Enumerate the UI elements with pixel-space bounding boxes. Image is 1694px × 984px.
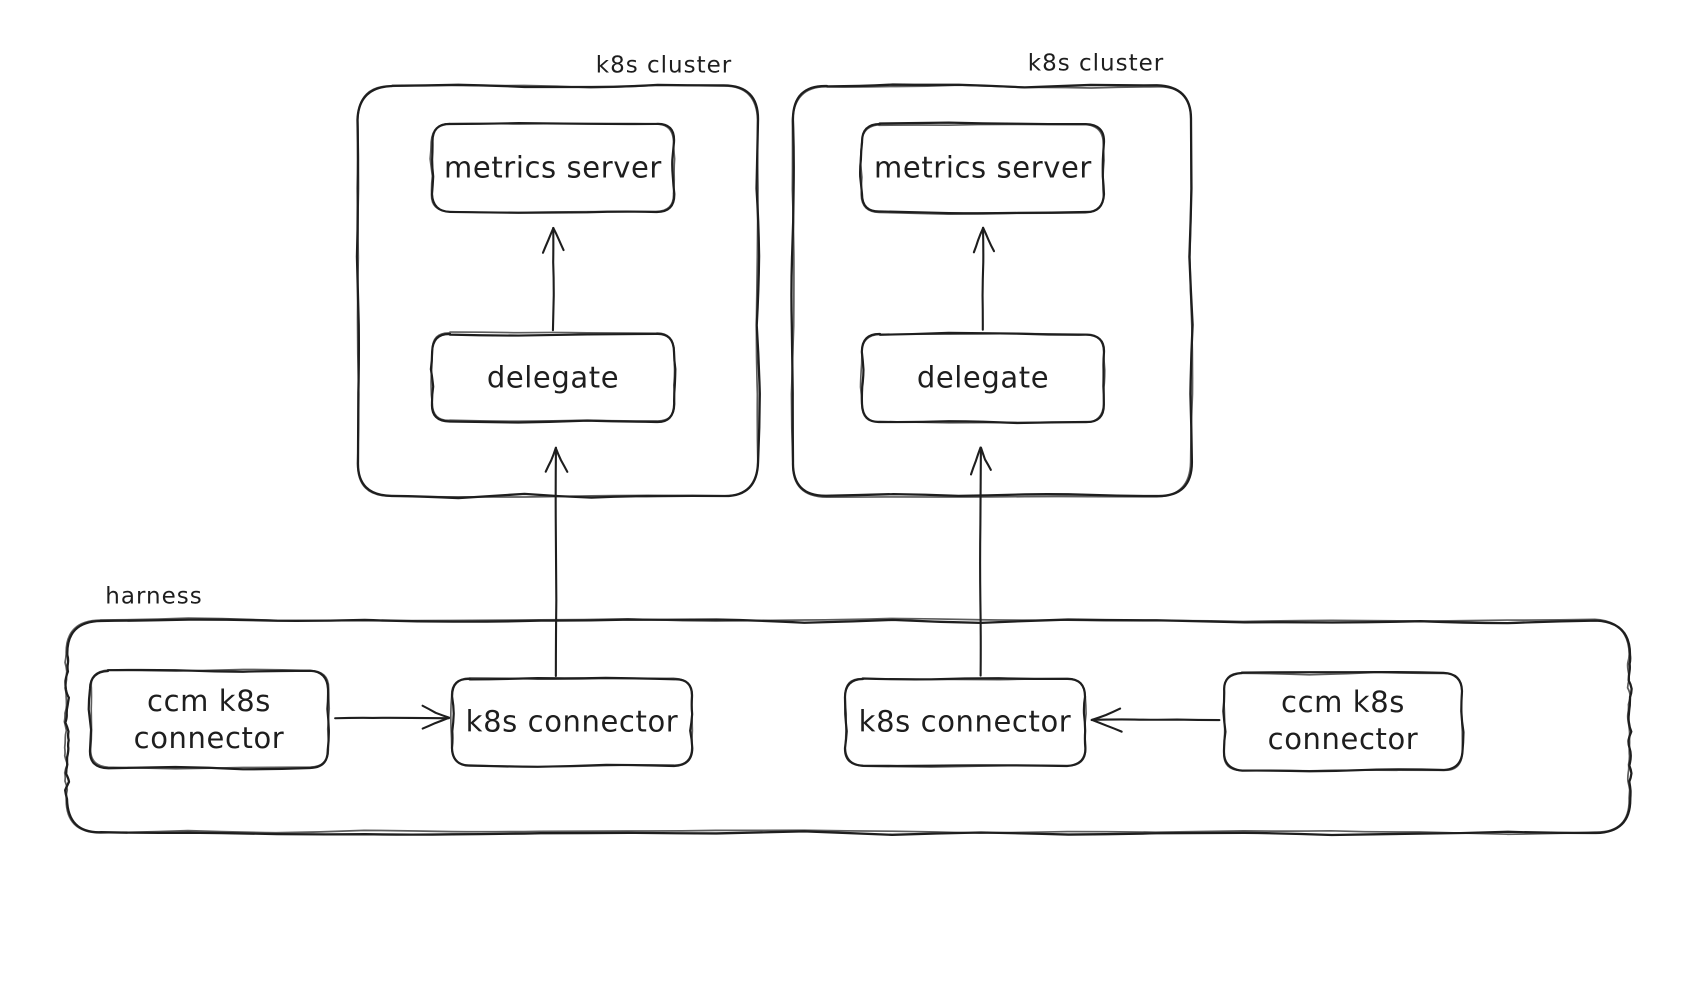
node-metrics-server-right[interactable] (862, 124, 1104, 212)
node-metrics-server-left[interactable] (432, 124, 674, 212)
node-ccm-connector-right[interactable] (1224, 673, 1462, 770)
node-k8s-connector-left[interactable] (452, 679, 692, 766)
node-ccm-connector-left[interactable] (90, 672, 328, 769)
node-delegate-left[interactable] (432, 334, 674, 422)
node-k8s-connector-right[interactable] (845, 679, 1085, 766)
node-delegate-right[interactable] (862, 334, 1104, 422)
